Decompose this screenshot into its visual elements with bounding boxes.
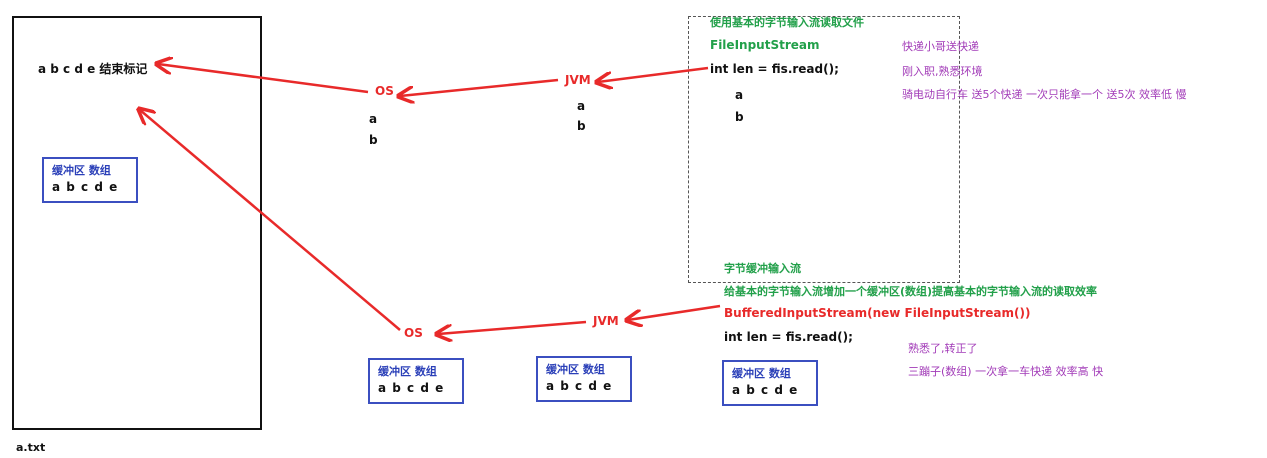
os-buffer-box: 缓冲区 数组 a b c d e bbox=[368, 358, 464, 404]
fis-value-a: a bbox=[735, 88, 744, 102]
fis-class-name: FileInputStream bbox=[710, 38, 820, 52]
buffer-value: a b c d e bbox=[732, 383, 799, 397]
bis-title: 字节缓冲输入流 bbox=[724, 262, 801, 275]
jvm-top-value-a: a bbox=[577, 99, 586, 113]
jvm-top-label: JVM bbox=[565, 73, 591, 87]
arrow-jvm-to-os-top bbox=[400, 78, 559, 96]
arrow-bis-to-jvm-bottom bbox=[628, 304, 721, 320]
os-bottom-label: OS bbox=[404, 326, 423, 340]
bis-buffer-box: 缓冲区 数组 a b c d e bbox=[722, 360, 818, 406]
arrow-os-to-file-top bbox=[158, 64, 369, 94]
fis-dashed-box bbox=[688, 16, 960, 283]
os-top-value-a: a bbox=[369, 112, 378, 126]
fis-title: 使用基本的字节输入流读取文件 bbox=[710, 16, 864, 29]
jvm-buffer-box: 缓冲区 数组 a b c d e bbox=[536, 356, 632, 402]
os-top-label: OS bbox=[375, 84, 394, 98]
arrow-fis-to-jvm-top bbox=[598, 66, 709, 82]
bis-code: int len = fis.read(); bbox=[724, 330, 853, 344]
note-top-2: 刚入职,熟悉环境 bbox=[902, 65, 983, 78]
note-bottom-1: 熟悉了,转正了 bbox=[908, 342, 978, 355]
arrow-os-to-file-bottom bbox=[140, 110, 401, 331]
fis-code: int len = fis.read(); bbox=[710, 62, 839, 76]
note-top-1: 快递小哥送快递 bbox=[902, 40, 979, 53]
fis-value-b: b bbox=[735, 110, 744, 124]
bis-description: 给基本的字节输入流增加一个缓冲区(数组)提高基本的字节输入流的读取效率 bbox=[724, 285, 1098, 298]
file-buffer-box: 缓冲区 数组 a b c d e bbox=[42, 157, 138, 203]
buffer-value: a b c d e bbox=[378, 381, 445, 395]
buffer-label: 缓冲区 数组 bbox=[546, 363, 605, 376]
file-container-box bbox=[12, 16, 262, 430]
bis-class-name: BufferedInputStream(new FileInputStream(… bbox=[724, 306, 1031, 320]
buffer-value: a b c d e bbox=[52, 180, 119, 194]
file-content-label: a b c d e 结束标记 bbox=[38, 62, 148, 76]
jvm-top-value-b: b bbox=[577, 119, 586, 133]
filename-label: a.txt bbox=[16, 441, 46, 454]
os-top-value-b: b bbox=[369, 133, 378, 147]
buffer-label: 缓冲区 数组 bbox=[52, 164, 111, 177]
buffer-label: 缓冲区 数组 bbox=[732, 367, 791, 380]
buffer-value: a b c d e bbox=[546, 379, 613, 393]
arrow-jvm-to-os-bottom bbox=[438, 320, 587, 334]
note-bottom-2: 三蹦子(数组) 一次拿一车快递 效率高 快 bbox=[908, 365, 1104, 378]
buffer-label: 缓冲区 数组 bbox=[378, 365, 437, 378]
note-top-3: 骑电动自行车 送5个快递 一次只能拿一个 送5次 效率低 慢 bbox=[902, 88, 1187, 101]
jvm-bottom-label: JVM bbox=[593, 314, 619, 328]
